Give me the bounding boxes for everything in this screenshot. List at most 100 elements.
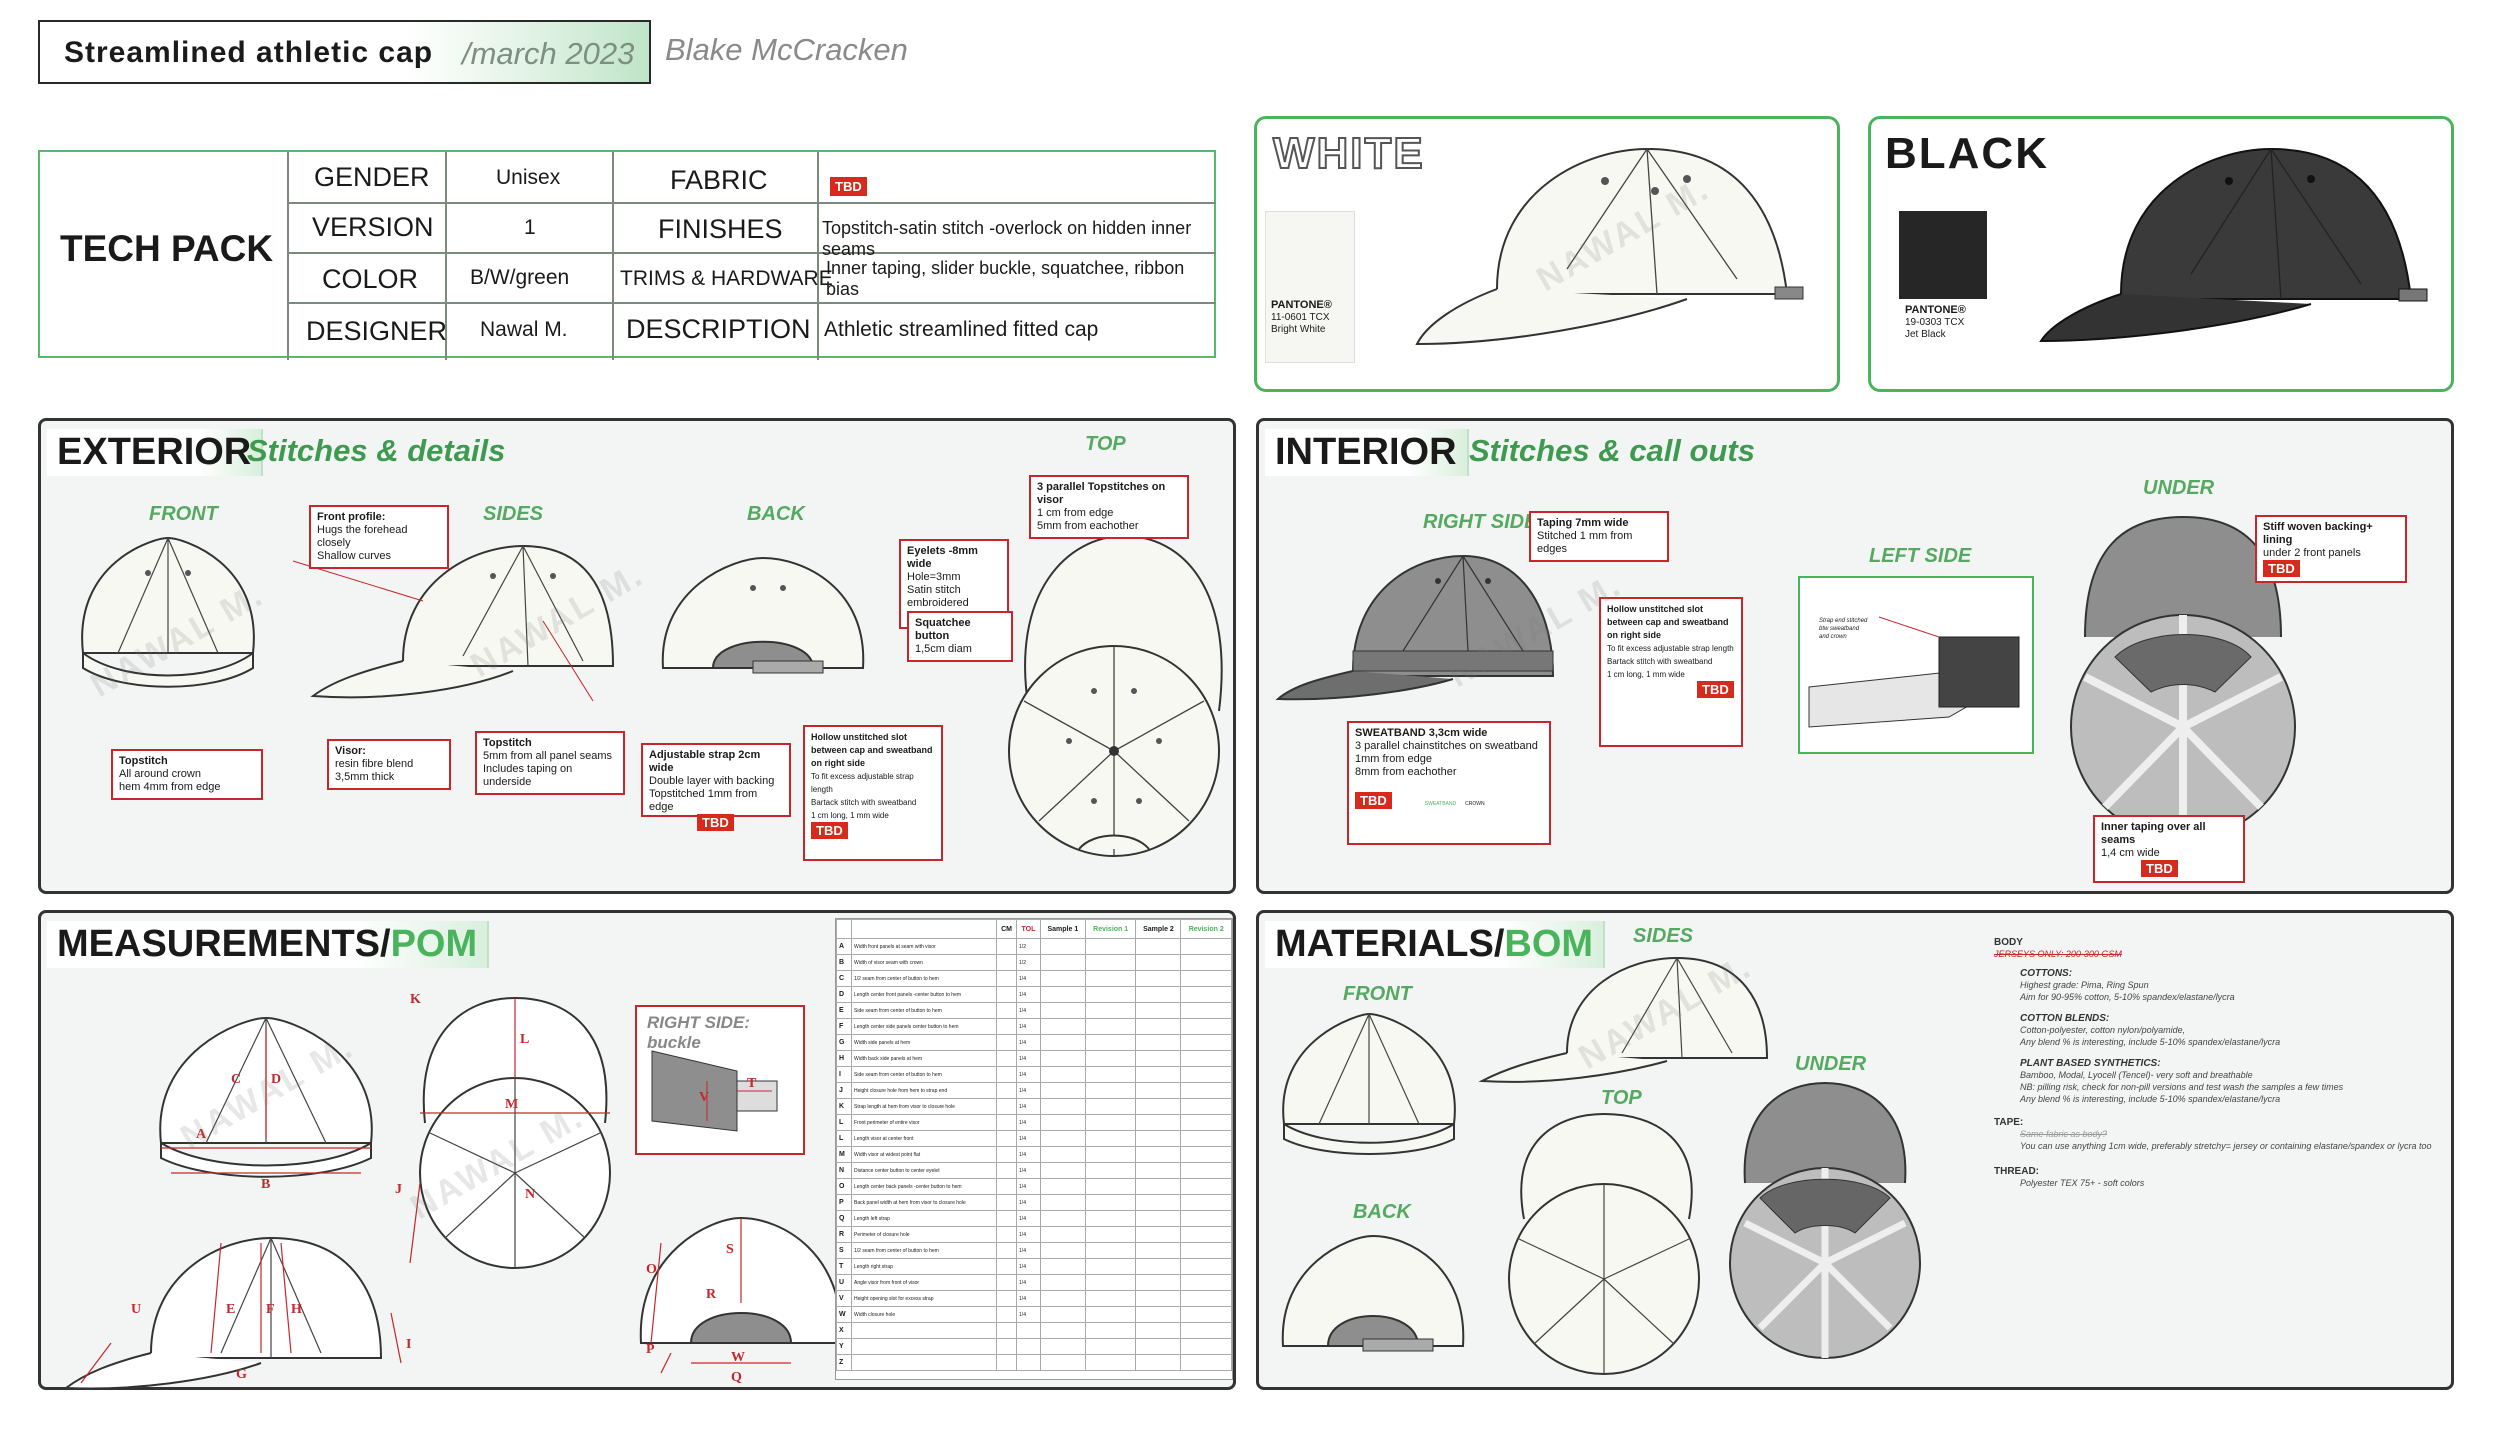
pom-cell[interactable]: [851, 1322, 997, 1339]
pom-cell[interactable]: [1039, 1258, 1086, 1275]
pom-cell[interactable]: 1/2 seam from center of button to hem: [851, 970, 997, 987]
pom-cell[interactable]: [1135, 986, 1182, 1003]
pom-cell[interactable]: 1/4: [1016, 986, 1041, 1003]
pom-cell[interactable]: [995, 1194, 1018, 1211]
pom-cell[interactable]: [1180, 1066, 1232, 1083]
pom-cell[interactable]: [1135, 1034, 1182, 1051]
pom-cell[interactable]: [1039, 1050, 1086, 1067]
pom-cell[interactable]: [1084, 1034, 1137, 1051]
pom-cell[interactable]: [1135, 1226, 1182, 1243]
pom-cell[interactable]: 1/4: [1016, 1082, 1041, 1099]
pom-cell[interactable]: 1/4: [1016, 1194, 1041, 1211]
pom-cell[interactable]: [1084, 1162, 1137, 1179]
pom-cell[interactable]: [1135, 1306, 1182, 1323]
pom-cell[interactable]: Distance center button to center eyelet: [851, 1162, 997, 1179]
pom-cell[interactable]: 1/4: [1016, 1146, 1041, 1163]
pom-cell[interactable]: [1039, 1226, 1086, 1243]
pom-cell[interactable]: [1084, 1338, 1137, 1355]
pom-cell[interactable]: Width closure hole: [851, 1306, 997, 1323]
pom-cell[interactable]: [1135, 1178, 1182, 1195]
pom-cell[interactable]: [1039, 954, 1086, 971]
pom-cell[interactable]: [1084, 1098, 1137, 1115]
pom-cell[interactable]: [1039, 1178, 1086, 1195]
pom-cell[interactable]: [995, 1018, 1018, 1035]
pom-cell[interactable]: Height closure hole from hem to strap en…: [851, 1082, 997, 1099]
pom-cell[interactable]: Width back side panels at hem: [851, 1050, 997, 1067]
pom-cell[interactable]: [995, 1306, 1018, 1323]
pom-cell[interactable]: [1084, 1210, 1137, 1227]
pom-cell[interactable]: 1/4: [1016, 1274, 1041, 1291]
pom-cell[interactable]: Width side panels at hem: [851, 1034, 997, 1051]
pom-cell[interactable]: Back panel width at hem from visor to cl…: [851, 1194, 997, 1211]
pom-cell[interactable]: [1135, 1082, 1182, 1099]
pom-cell[interactable]: V: [836, 1290, 852, 1307]
pom-cell[interactable]: [995, 1274, 1018, 1291]
pom-cell[interactable]: Strap length at hem from visor to closur…: [851, 1098, 997, 1115]
pom-cell[interactable]: [1180, 1146, 1232, 1163]
pom-cell[interactable]: [1084, 1146, 1137, 1163]
pom-cell[interactable]: 1/4: [1016, 1066, 1041, 1083]
pom-cell[interactable]: [1180, 1354, 1232, 1371]
pom-cell[interactable]: T: [836, 1258, 852, 1275]
pom-cell[interactable]: [1135, 1114, 1182, 1131]
pom-cell[interactable]: [1180, 1034, 1232, 1051]
pom-cell[interactable]: 1/2: [1016, 938, 1041, 955]
pom-cell[interactable]: X: [836, 1322, 852, 1339]
pom-cell[interactable]: [1135, 1194, 1182, 1211]
pom-cell[interactable]: [995, 1210, 1018, 1227]
pom-cell[interactable]: [1135, 938, 1182, 955]
pom-cell[interactable]: [1084, 1322, 1137, 1339]
pom-cell[interactable]: Front perimeter of entire visor: [851, 1114, 997, 1131]
pom-cell[interactable]: [1135, 1050, 1182, 1067]
pom-cell[interactable]: [1180, 1258, 1232, 1275]
pom-cell[interactable]: [1039, 1210, 1086, 1227]
pom-cell[interactable]: [1084, 1018, 1137, 1035]
pom-cell[interactable]: 1/4: [1016, 970, 1041, 987]
pom-cell[interactable]: [1135, 1290, 1182, 1307]
pom-cell[interactable]: U: [836, 1274, 852, 1291]
pom-cell[interactable]: [995, 954, 1018, 971]
pom-cell[interactable]: [1016, 1338, 1041, 1355]
pom-cell[interactable]: [1135, 1162, 1182, 1179]
pom-cell[interactable]: [1180, 1162, 1232, 1179]
pom-cell[interactable]: [995, 1034, 1018, 1051]
pom-cell[interactable]: [1180, 1082, 1232, 1099]
pom-cell[interactable]: Width of visor seam with crown: [851, 954, 997, 971]
pom-cell[interactable]: [1084, 1290, 1137, 1307]
pom-cell[interactable]: [995, 1082, 1018, 1099]
pom-cell[interactable]: [1039, 1162, 1086, 1179]
pom-cell[interactable]: [1135, 1130, 1182, 1147]
pom-cell[interactable]: 1/4: [1016, 1098, 1041, 1115]
pom-cell[interactable]: [1084, 1274, 1137, 1291]
pom-cell[interactable]: [1039, 1242, 1086, 1259]
pom-cell[interactable]: [1016, 1322, 1041, 1339]
pom-cell[interactable]: Q: [836, 1210, 852, 1227]
pom-cell[interactable]: 1/4: [1016, 1178, 1041, 1195]
pom-cell[interactable]: [995, 1338, 1018, 1355]
pom-cell[interactable]: 1/4: [1016, 1114, 1041, 1131]
pom-cell[interactable]: [851, 1338, 997, 1355]
pom-cell[interactable]: [1135, 1274, 1182, 1291]
pom-cell[interactable]: K: [836, 1098, 852, 1115]
pom-cell[interactable]: 1/2 seam from center of button to hem: [851, 1242, 997, 1259]
pom-cell[interactable]: [1180, 1338, 1232, 1355]
pom-cell[interactable]: I: [836, 1066, 852, 1083]
pom-cell[interactable]: 1/4: [1016, 1034, 1041, 1051]
pom-cell[interactable]: [1180, 986, 1232, 1003]
pom-cell[interactable]: [1180, 1194, 1232, 1211]
pom-cell[interactable]: N: [836, 1162, 852, 1179]
pom-cell[interactable]: [1180, 1290, 1232, 1307]
pom-cell[interactable]: [1180, 1098, 1232, 1115]
pom-cell[interactable]: [1135, 1210, 1182, 1227]
pom-cell[interactable]: [1084, 1306, 1137, 1323]
pom-cell[interactable]: F: [836, 1018, 852, 1035]
pom-cell[interactable]: [995, 1290, 1018, 1307]
pom-cell[interactable]: 1/4: [1016, 1130, 1041, 1147]
pom-cell[interactable]: 1/4: [1016, 1210, 1041, 1227]
pom-cell[interactable]: Y: [836, 1338, 852, 1355]
pom-cell[interactable]: [1039, 1114, 1086, 1131]
pom-cell[interactable]: Side seam from center of button to hem: [851, 1066, 997, 1083]
pom-cell[interactable]: G: [836, 1034, 852, 1051]
pom-cell[interactable]: [1084, 1226, 1137, 1243]
pom-cell[interactable]: P: [836, 1194, 852, 1211]
